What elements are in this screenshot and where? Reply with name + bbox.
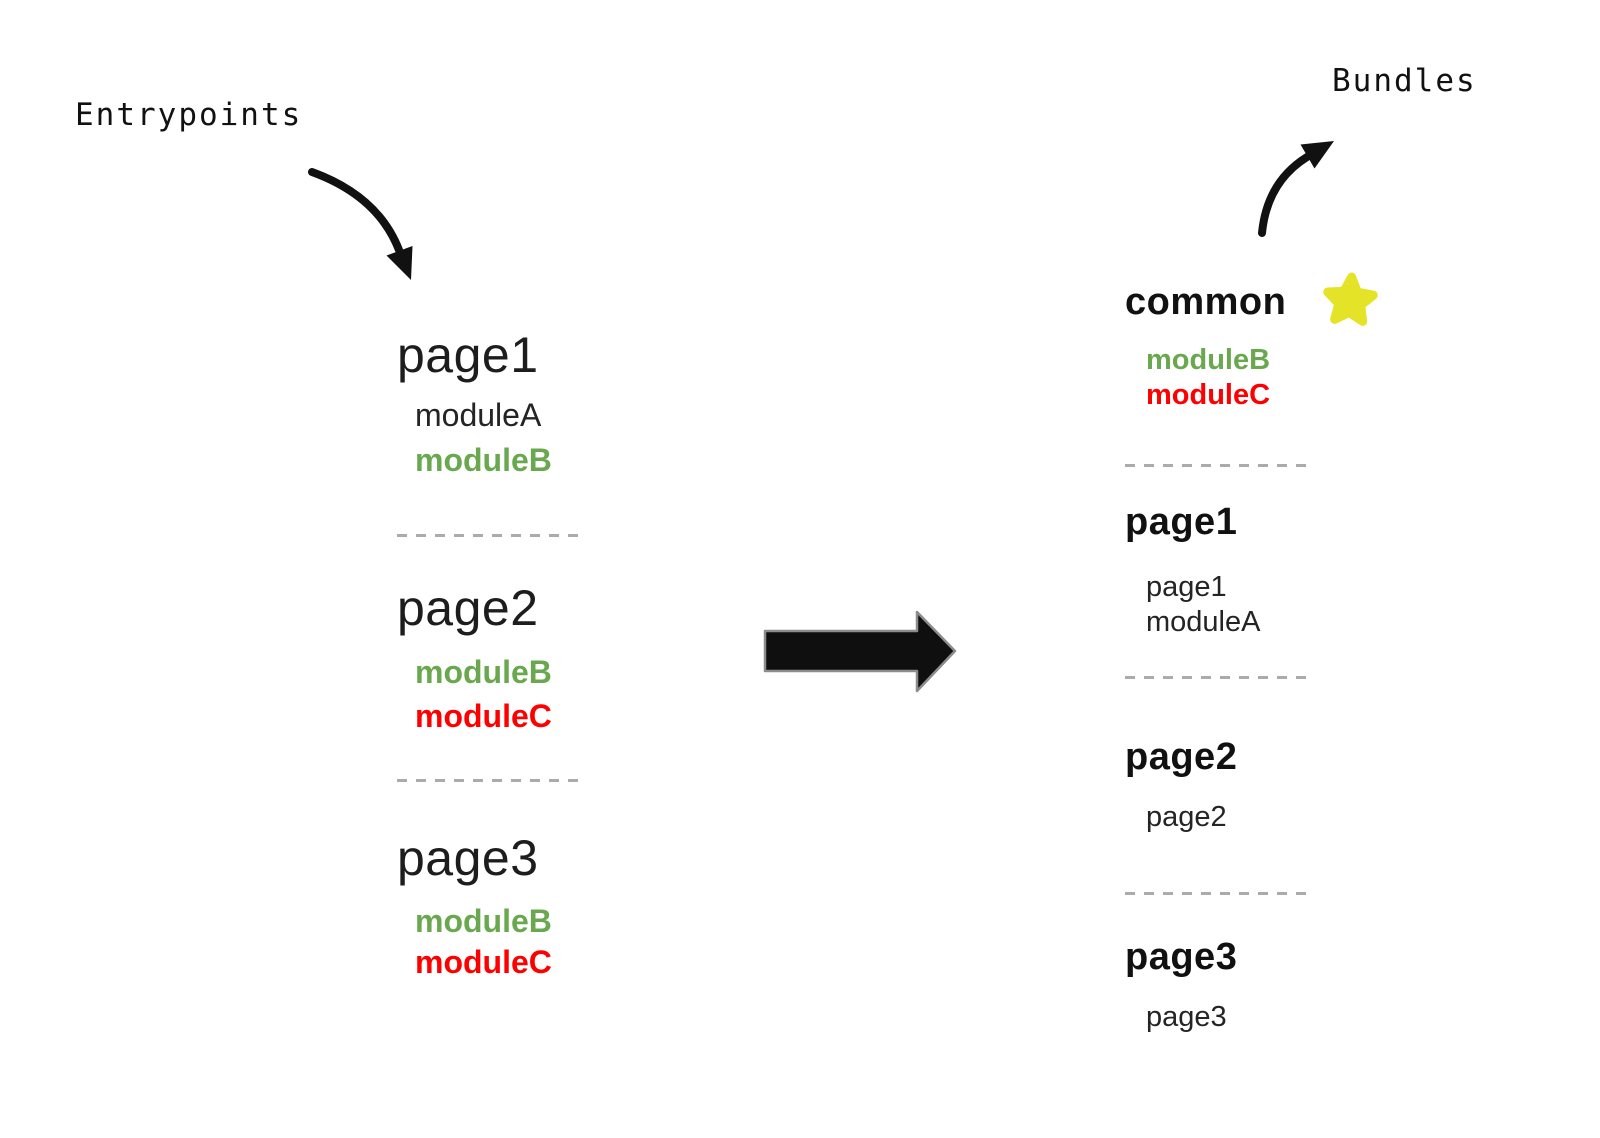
entrypoint-page1-module-b: moduleB <box>415 442 552 478</box>
entrypoint-page1-module-a: moduleA <box>415 397 542 433</box>
entrypoint-page2-module-b: moduleB <box>415 654 552 690</box>
entrypoints-label: Entrypoints <box>75 97 303 133</box>
bundle-page1-module-a: moduleA <box>1146 606 1261 638</box>
thick-right-arrow-icon <box>763 610 957 693</box>
left-divider-2 <box>397 779 578 782</box>
left-divider-1 <box>397 534 578 537</box>
entrypoint-page2-module-c: moduleC <box>415 698 552 734</box>
right-divider-3 <box>1125 892 1306 895</box>
entrypoint-page3-module-c: moduleC <box>415 944 552 980</box>
bundle-page1-module-page1: page1 <box>1146 571 1227 603</box>
bundle-common-module-c: moduleC <box>1146 379 1271 411</box>
bundle-common-module-b: moduleB <box>1146 344 1271 376</box>
right-divider-2 <box>1125 676 1306 679</box>
curved-arrow-up-icon <box>1258 141 1334 237</box>
bundles-label: Bundles <box>1332 63 1477 99</box>
right-divider-1 <box>1125 464 1306 467</box>
bundle-page3-module-page3: page3 <box>1146 1001 1227 1033</box>
bundle-page2-heading: page2 <box>1125 736 1238 778</box>
entrypoint-page1-heading: page1 <box>397 327 539 383</box>
star-icon <box>1323 272 1378 326</box>
entrypoint-page3-module-b: moduleB <box>415 903 552 939</box>
bundle-page2-module-page2: page2 <box>1146 801 1227 833</box>
entrypoint-page2-heading: page2 <box>397 580 539 636</box>
bundle-page3-heading: page3 <box>1125 936 1238 978</box>
curved-arrow-down-icon <box>308 168 413 280</box>
bundle-page1-heading: page1 <box>1125 501 1238 543</box>
entrypoint-page3-heading: page3 <box>397 830 539 886</box>
bundle-common-heading: common <box>1125 281 1287 323</box>
